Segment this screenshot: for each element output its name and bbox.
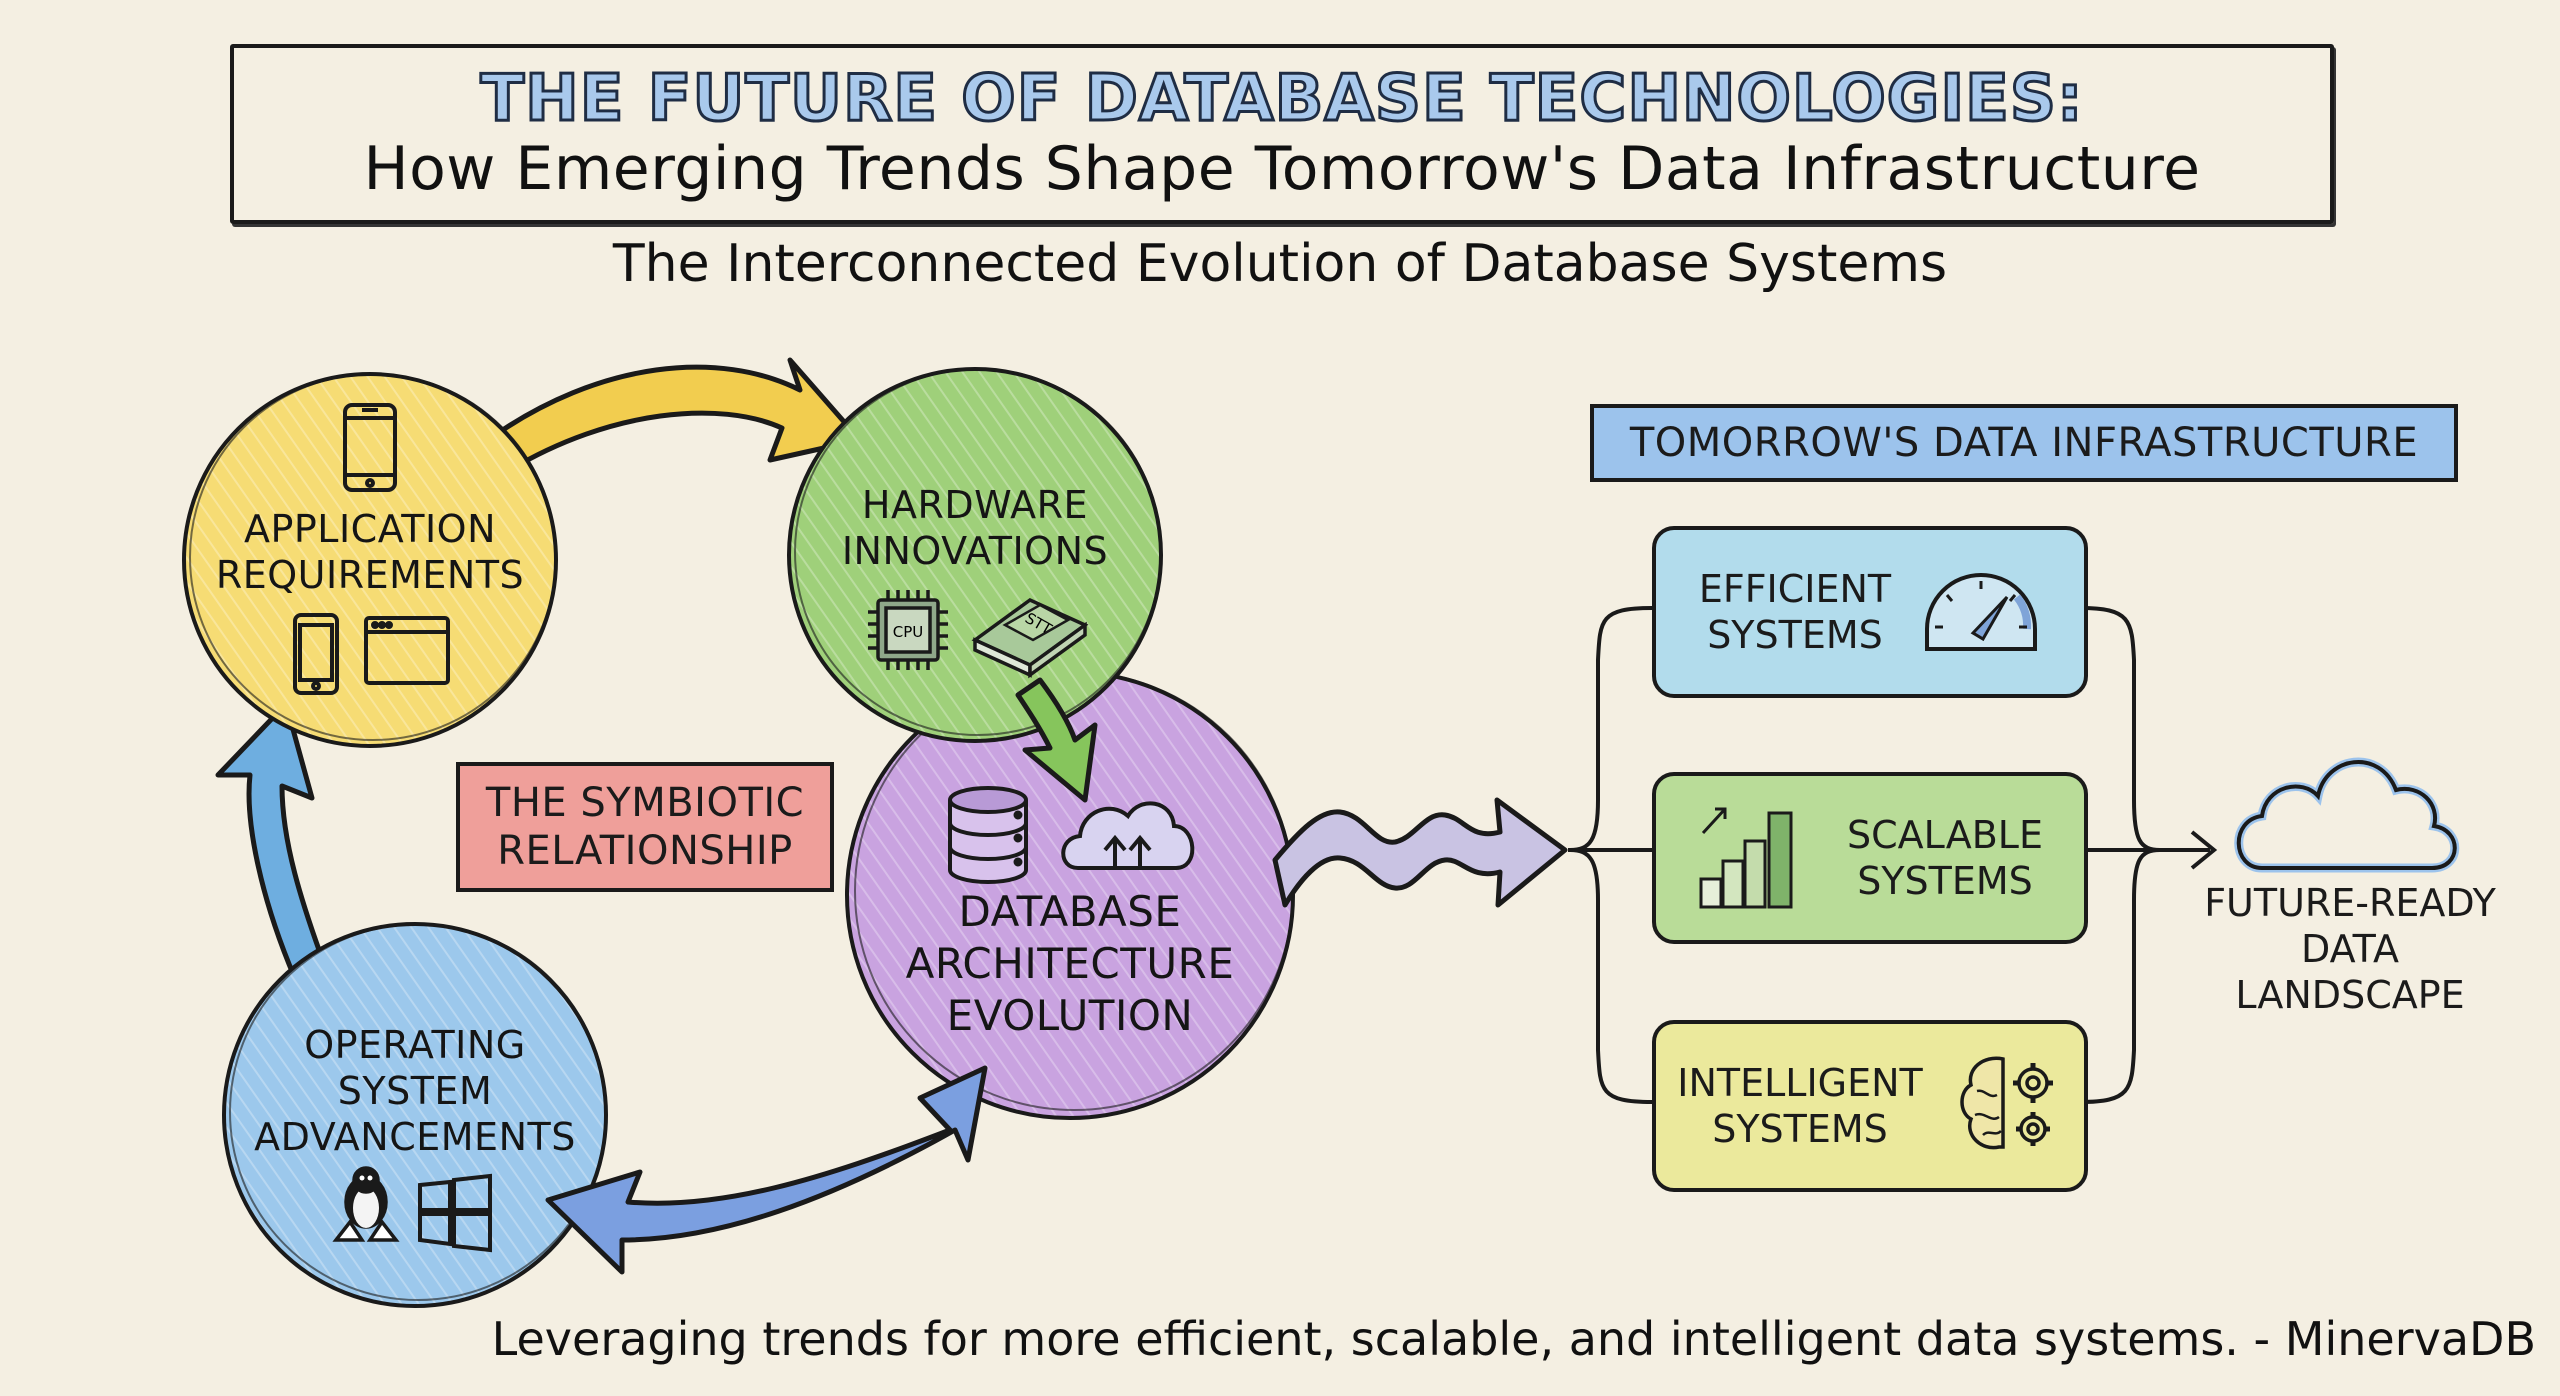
smartphone-icon <box>293 613 339 695</box>
node-database-architecture-evolution <box>845 670 1295 1120</box>
arrow-hardware-to-database <box>1015 677 1098 803</box>
database-cylinder-icon <box>948 786 1028 884</box>
label-line: ADVANCEMENTS <box>254 1115 576 1159</box>
page-title: THE FUTURE OF DATABASE TECHNOLOGIES: <box>479 62 2084 137</box>
footer-tagline: Leveraging trends for more efficient, sc… <box>491 1312 2536 1366</box>
tablet-icon <box>343 403 397 492</box>
node-operating-system-advancements <box>222 922 608 1308</box>
label-line: LANDSCAPE <box>2235 973 2465 1017</box>
label-line: HARDWARE <box>861 483 1089 527</box>
section-heading: The Interconnected Evolution of Database… <box>612 234 1948 294</box>
label-line: SYSTEMS <box>1707 613 1883 657</box>
hardware-innovations-label: HARDWARE INNOVATIONS <box>800 482 1150 574</box>
node-application-requirements <box>182 372 558 748</box>
database-architecture-evolution-label: DATABASE ARCHITECTURE EVOLUTION <box>870 886 1270 1042</box>
arrow-os-to-application <box>215 701 333 993</box>
linux-penguin-icon <box>332 1166 400 1242</box>
windows-logo-icon <box>418 1173 492 1253</box>
label-line: SYSTEMS <box>1857 859 2033 903</box>
application-requirements-label: APPLICATION REQUIREMENTS <box>200 506 540 598</box>
arrow-application-to-hardware <box>485 357 863 473</box>
label-line: FUTURE-READY <box>2204 881 2496 925</box>
label-line: REQUIREMENTS <box>215 553 525 597</box>
label-line: RELATIONSHIP <box>497 828 793 874</box>
operating-system-advancements-label: OPERATING SYSTEM ADVANCEMENTS <box>225 1022 605 1160</box>
growth-bar-chart-icon <box>1699 807 1793 909</box>
intelligent-systems-box: INTELLIGENT SYSTEMS <box>1652 1020 2088 1192</box>
ssd-drive-icon <box>971 597 1089 679</box>
label-line: DATABASE <box>958 887 1182 936</box>
scalable-systems-box: SCALABLE SYSTEMS <box>1652 772 2088 944</box>
label-line: DATA <box>2301 927 2399 971</box>
label-line: INTELLIGENT <box>1677 1061 1923 1105</box>
brain-gears-icon <box>1960 1056 2053 1150</box>
cpu-label: CPU <box>893 623 924 641</box>
symbiotic-relationship-label: THE SYMBIOTIC RELATIONSHIP <box>456 762 834 892</box>
label-line: APPLICATION <box>243 507 497 551</box>
arrow-os-database-bidirectional <box>545 1065 988 1275</box>
label-line: OPERATING <box>304 1023 526 1067</box>
label-line: EFFICIENT <box>1698 567 1892 611</box>
node-hardware-innovations: CPU STT <box>787 367 1163 743</box>
infrastructure-header: TOMORROW'S DATA INFRASTRUCTURE <box>1590 404 2458 482</box>
arrow-database-to-infrastructure <box>1272 797 1568 908</box>
title-banner: THE FUTURE OF DATABASE TECHNOLOGIES: How… <box>230 44 2334 224</box>
efficient-systems-box: EFFICIENT SYSTEMS <box>1652 526 2088 698</box>
label-line: SCALABLE <box>1847 813 2043 857</box>
page-subtitle: How Emerging Trends Shape Tomorrow's Dat… <box>363 133 2201 204</box>
cpu-chip-icon <box>868 590 948 670</box>
label-line: INNOVATIONS <box>841 529 1109 573</box>
cloud-upload-icon <box>1061 801 1195 870</box>
cloud-icon <box>2234 757 2460 873</box>
label-line: SYSTEM <box>337 1069 493 1113</box>
infrastructure-connectors <box>1568 606 2218 1104</box>
label-line: ARCHITECTURE <box>905 939 1235 988</box>
speedometer-gauge-icon <box>1925 573 2038 651</box>
future-ready-landscape-label: FUTURE-READY DATA LANDSCAPE <box>2180 880 2520 1018</box>
label-line: THE SYMBIOTIC <box>485 780 805 826</box>
label-line: SYSTEMS <box>1712 1107 1888 1151</box>
browser-window-icon <box>364 616 450 685</box>
label-line: EVOLUTION <box>946 991 1194 1040</box>
